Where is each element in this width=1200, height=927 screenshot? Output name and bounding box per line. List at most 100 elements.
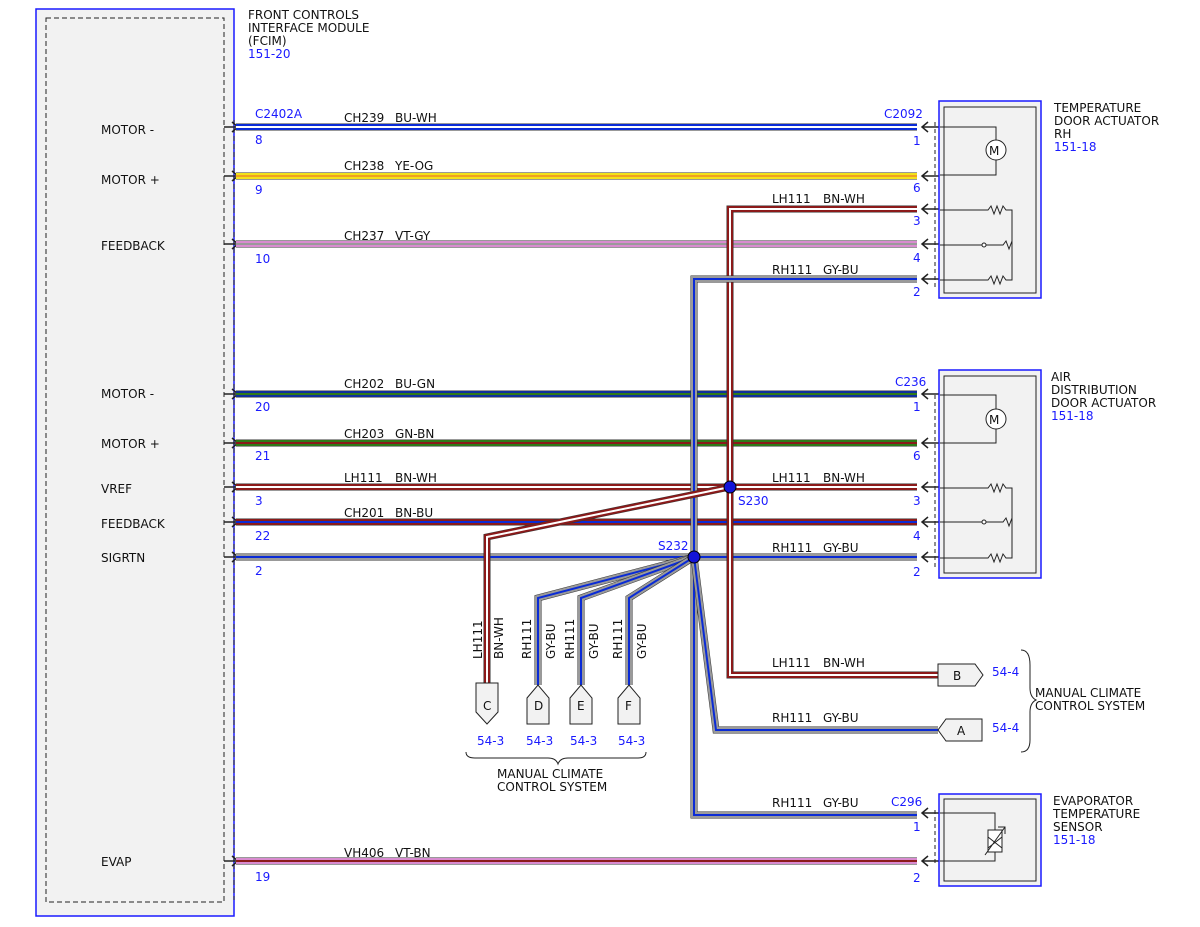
wire-circuit: LH111 <box>772 656 811 670</box>
air-distribution-door-actuator: M <box>934 369 1042 579</box>
connector-letter: D <box>534 699 543 713</box>
group-label-line: CONTROL SYSTEM <box>1035 699 1145 713</box>
connector-ref: 54-3 <box>477 734 504 748</box>
device-pin: 2 <box>913 285 921 299</box>
connector-letter: A <box>957 724 966 738</box>
device-titles: TEMPERATURE DOOR ACTUATOR RH 151-18 AIR … <box>1051 101 1159 847</box>
potentiometer-icon <box>940 482 1013 564</box>
wires <box>236 123 938 865</box>
device-title-line: AIR <box>1051 370 1071 384</box>
connector-letter: F <box>625 699 632 713</box>
fcim-pin-number: 20 <box>255 400 270 414</box>
motor-glyph: M <box>989 413 999 427</box>
splices: S230 S232 <box>658 480 769 564</box>
terminal-arrow <box>920 170 940 182</box>
wire-color: BN-WH <box>823 471 865 485</box>
fcim-pin-label: MOTOR - <box>101 123 154 137</box>
wire-circuit: RH111 <box>772 796 812 810</box>
device-pin: 1 <box>913 820 921 834</box>
terminal-arrow <box>920 481 940 493</box>
device-connector: C236 <box>895 375 926 389</box>
device-title-line: TEMPERATURE <box>1052 807 1140 821</box>
terminal-arrow <box>920 238 940 250</box>
device-ref: 151-18 <box>1054 140 1097 154</box>
terminal-arrow <box>920 388 940 400</box>
wire-circuit: RH111 <box>772 711 812 725</box>
splice-label: S230 <box>738 494 769 508</box>
group-label-line: CONTROL SYSTEM <box>497 780 607 794</box>
device-pin: 1 <box>913 400 921 414</box>
group-label-line: MANUAL CLIMATE <box>1035 686 1141 700</box>
device-pin: 3 <box>913 494 921 508</box>
connector-ref: 54-3 <box>618 734 645 748</box>
splice-label: S232 <box>658 539 689 553</box>
fcim-pin-numbers: 8 9 10 20 21 3 22 2 19 <box>255 133 270 884</box>
fcim-title-line-1: FRONT CONTROLS <box>248 8 359 22</box>
fcim-pin-label: MOTOR + <box>101 437 160 451</box>
wire-lh111-to-c <box>483 483 731 683</box>
wire-circuit: LH111 <box>772 192 811 206</box>
fcim-pin-number: 22 <box>255 529 270 543</box>
fcim-pin-number: 19 <box>255 870 270 884</box>
fcim-pin-label: VREF <box>101 482 132 496</box>
wire-color: BN-WH <box>823 192 865 206</box>
motor-glyph: M <box>989 144 999 158</box>
fcim-ref: 151-20 <box>248 47 291 61</box>
terminal-arrow <box>920 273 940 285</box>
drop-color: GY-BU <box>635 623 649 659</box>
connector-ref: 54-3 <box>526 734 553 748</box>
fcim-connector: C2402A <box>255 107 303 121</box>
connector-ref: 54-4 <box>992 721 1019 735</box>
fcim-pin-label: SIGRTN <box>101 551 145 565</box>
wire-color: GY-BU <box>823 263 859 277</box>
wire-color: VT-BN <box>395 846 431 860</box>
wire-rh111-bus <box>690 275 917 819</box>
drop-circuit: RH111 <box>611 619 625 659</box>
terminal-arrow <box>920 203 940 215</box>
fcim-pin-number: 3 <box>255 494 263 508</box>
wire-color: GY-BU <box>823 796 859 810</box>
wire-color: GY-BU <box>823 541 859 555</box>
wire-rh111-to-a <box>690 556 938 734</box>
connector-letter: E <box>577 699 585 713</box>
device-ref: 151-18 <box>1051 409 1094 423</box>
wire-color: VT-GY <box>395 229 431 243</box>
wire-color: YE-OG <box>394 159 433 173</box>
device-title-line: EVAPORATOR <box>1053 794 1133 808</box>
connector-ref: 54-3 <box>570 734 597 748</box>
wire-circuit: LH111 <box>772 471 811 485</box>
connector-letter: B <box>953 669 961 683</box>
device-connector: C296 <box>891 795 922 809</box>
fcim-pin-label: FEEDBACK <box>101 239 166 253</box>
connector-e-shape <box>569 684 593 725</box>
wire-rh111-to-f <box>625 554 696 685</box>
fcim-title-line-2: INTERFACE MODULE <box>248 21 369 35</box>
brace-right <box>1020 649 1038 753</box>
terminal-arrow <box>920 121 940 133</box>
device-pin: 1 <box>913 134 921 148</box>
connector-a-shape <box>937 718 983 742</box>
connector-f-shape <box>617 684 641 725</box>
device-title-line: TEMPERATURE <box>1053 101 1141 115</box>
drop-color: BN-WH <box>492 617 506 659</box>
connector-b-shape <box>937 663 984 687</box>
fcim-pin-label: FEEDBACK <box>101 517 166 531</box>
wire-circuit: RH111 <box>772 541 812 555</box>
wire-circuit: CH203 <box>344 427 384 441</box>
fcim-pin-number: 2 <box>255 564 263 578</box>
wire-circuit: LH111 <box>344 471 383 485</box>
device-pin: 3 <box>913 214 921 228</box>
fcim-module <box>35 8 235 917</box>
wire-circuit: CH202 <box>344 377 384 391</box>
terminal-arrow <box>920 807 940 819</box>
device-title-line: DISTRIBUTION <box>1051 383 1137 397</box>
fcim-title: FRONT CONTROLS INTERFACE MODULE (FCIM) 1… <box>248 8 369 61</box>
device-pin: 2 <box>913 871 921 885</box>
fcim-pin-label: MOTOR + <box>101 173 160 187</box>
fcim-pin-label: EVAP <box>101 855 131 869</box>
evaporator-temperature-sensor <box>934 793 1042 887</box>
wire-color: BN-BU <box>395 506 433 520</box>
fcim-pin-labels: MOTOR - MOTOR + FEEDBACK MOTOR - MOTOR +… <box>101 123 166 869</box>
wire-color: GY-BU <box>823 711 859 725</box>
connector-d-shape <box>526 684 550 725</box>
